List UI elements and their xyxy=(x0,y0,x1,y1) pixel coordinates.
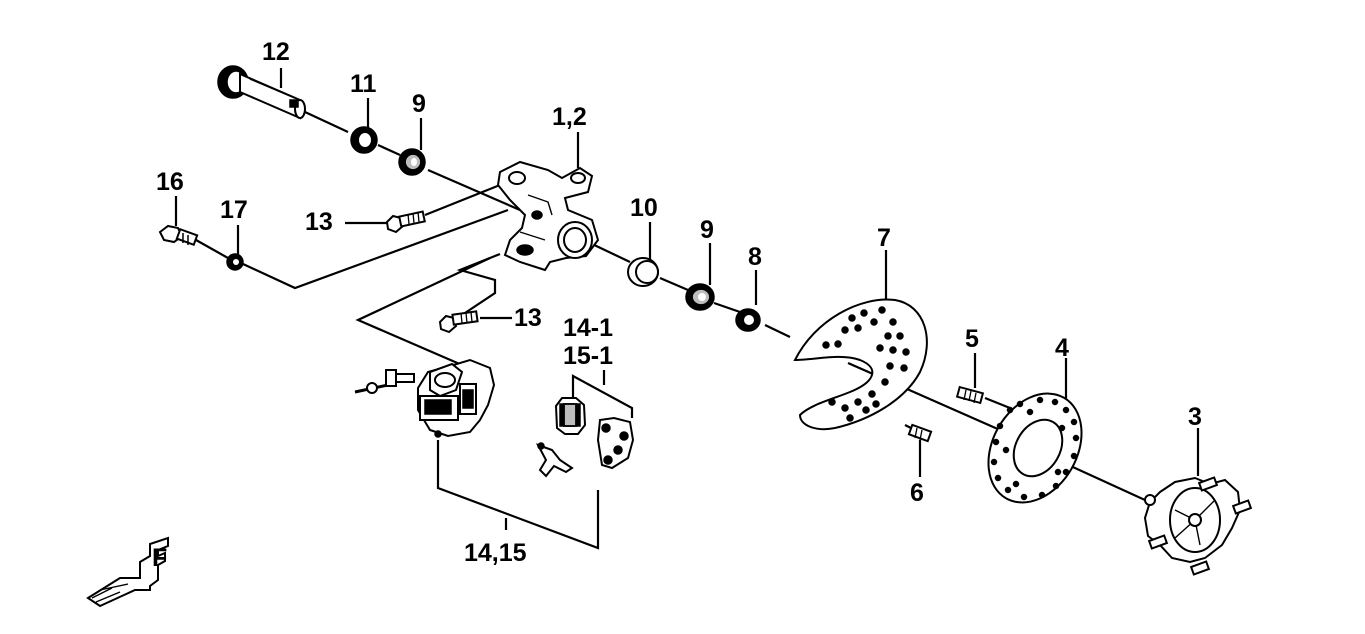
label-10: 10 xyxy=(630,194,658,222)
part-14-15-brake-caliper xyxy=(354,358,496,438)
label-6: 6 xyxy=(910,479,924,507)
part-7-brake-disc xyxy=(793,298,928,431)
label-14-1: 14-1 xyxy=(563,314,613,342)
label-17: 17 xyxy=(220,196,248,224)
part-6-bolt xyxy=(907,423,933,443)
front-marker-letter: F xyxy=(152,544,167,572)
part-10-spacer xyxy=(627,257,659,287)
part-3-wheel-hub xyxy=(1143,476,1253,576)
label-7: 7 xyxy=(877,224,891,252)
label-16: 16 xyxy=(156,168,184,196)
label-14-15: 14,15 xyxy=(464,539,527,567)
label-9-upper: 9 xyxy=(412,90,426,118)
label-4: 4 xyxy=(1055,334,1069,362)
part-11-washer xyxy=(350,126,378,154)
part-8-seal xyxy=(735,308,761,332)
label-9-lower: 9 xyxy=(700,216,714,244)
part-9-bearing-upper xyxy=(398,148,426,176)
disc-4-holes xyxy=(990,396,1080,501)
disc-7-holes xyxy=(822,306,910,422)
leader-lines xyxy=(174,68,1200,550)
part-9-bearing-lower xyxy=(685,283,715,311)
part-12-kingpin-shaft xyxy=(217,65,306,120)
part-5-bolt xyxy=(955,385,985,405)
label-1-2: 1,2 xyxy=(552,103,587,131)
label-3: 3 xyxy=(1188,403,1202,431)
part-1-2-steering-knuckle xyxy=(496,160,600,272)
label-12: 12 xyxy=(262,38,290,66)
part-17-nut xyxy=(226,253,244,271)
label-5: 5 xyxy=(965,325,979,353)
part-13-bolt-lower xyxy=(438,310,479,334)
label-15-1: 15-1 xyxy=(563,342,613,370)
label-13-upper: 13 xyxy=(305,208,333,236)
front-direction-marker: F xyxy=(86,536,169,608)
part-4-brake-disc xyxy=(987,392,1083,504)
part-13-bolt-upper xyxy=(385,210,426,234)
label-8: 8 xyxy=(748,243,762,271)
label-11: 11 xyxy=(350,70,377,98)
part-14-1-15-1-brake-pads xyxy=(535,397,635,478)
part-16-bolt xyxy=(158,224,199,247)
label-13-lower: 13 xyxy=(514,304,542,332)
part-labels: 12 11 9 1,2 16 17 13 10 9 8 7 13 14-1 15… xyxy=(156,38,1202,567)
